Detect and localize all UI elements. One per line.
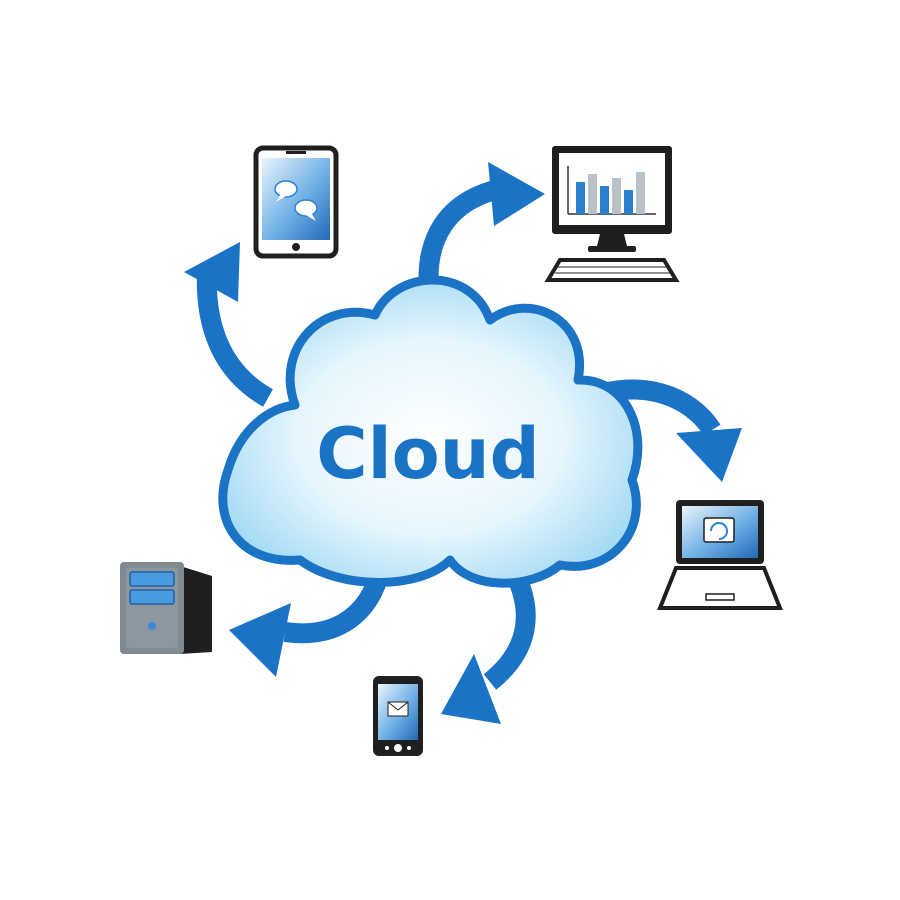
monitor-chart-icon (544, 146, 680, 282)
tablet-icon (253, 145, 339, 259)
arrow-to-phone (441, 563, 536, 724)
arrow-to-tablet (184, 242, 274, 407)
smartphone-icon (373, 676, 423, 756)
laptop-icon (657, 500, 783, 610)
server-tower-icon (120, 562, 212, 654)
cloud-label: Cloud (316, 413, 539, 495)
envelope-icon (387, 701, 409, 717)
bar-chart-icon (567, 166, 656, 215)
cloud-shape (218, 275, 643, 588)
speech-bubble-icon (274, 180, 318, 221)
folder-sync-icon (703, 517, 735, 543)
